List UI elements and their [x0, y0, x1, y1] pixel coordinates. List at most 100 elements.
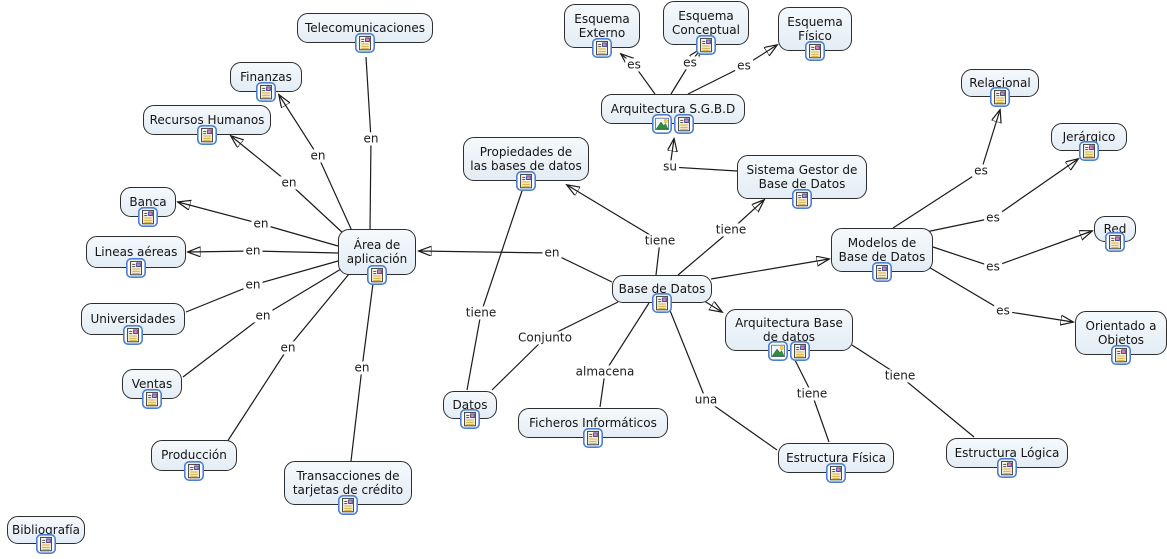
node-bibliografia[interactable]: Bibliografía: [7, 516, 85, 554]
edge-label-su[interactable]: su: [661, 159, 679, 174]
edge-label-tiene[interactable]: tiene: [463, 305, 499, 320]
node-esquema-externo[interactable]: Esquema Externo: [564, 4, 640, 58]
node-sistema-gestor[interactable]: Sistema Gestor de Base de Datos: [737, 155, 867, 209]
node-resource-icons: [1111, 345, 1131, 365]
edge-label-almacena[interactable]: almacena: [573, 364, 637, 379]
resource-icon[interactable]: [792, 189, 812, 209]
resource-icon[interactable]: [674, 114, 694, 134]
node-finanzas[interactable]: Finanzas: [230, 62, 302, 102]
resource-icon[interactable]: [256, 82, 276, 102]
resource-icon[interactable]: [338, 495, 358, 515]
edge-label-tiene[interactable]: tiene: [882, 368, 918, 383]
resource-icon[interactable]: [1111, 345, 1131, 365]
resource-icon[interactable]: [872, 262, 892, 282]
node-recursos-humanos[interactable]: Recursos Humanos: [143, 105, 271, 145]
edge-label-en[interactable]: en: [542, 245, 562, 260]
node-ficheros[interactable]: Ficheros Informáticos: [518, 408, 668, 448]
node-relacional[interactable]: Relacional: [961, 69, 1039, 107]
edge-label-es[interactable]: es: [972, 163, 990, 178]
resource-icon[interactable]: [197, 125, 217, 145]
node-propiedades[interactable]: Propiedades de las bases de datos: [463, 137, 589, 191]
edge-label-en[interactable]: en: [243, 243, 263, 258]
edge-label-en[interactable]: en: [352, 360, 372, 375]
node-label: Área de aplicación: [346, 237, 408, 266]
edge-label-conjunto[interactable]: Conjunto: [516, 330, 574, 345]
node-red[interactable]: Red: [1094, 216, 1136, 252]
image-icon[interactable]: [768, 341, 788, 361]
edge-label-una[interactable]: una: [692, 392, 720, 407]
node-esquema-conceptual[interactable]: Esquema Conceptual: [663, 1, 749, 55]
resource-icon[interactable]: [460, 409, 480, 429]
node-label: Esquema Externo: [574, 11, 630, 40]
edge-label-es[interactable]: es: [994, 303, 1012, 318]
resource-icon[interactable]: [138, 207, 158, 227]
edge-label-es[interactable]: es: [984, 259, 1002, 274]
edge-label-en[interactable]: en: [243, 277, 263, 292]
node-resource-icons: [997, 458, 1017, 478]
node-universidades[interactable]: Universidades: [81, 303, 185, 345]
node-telecomunicaciones[interactable]: Telecomunicaciones: [297, 13, 433, 53]
resource-icon[interactable]: [142, 389, 162, 409]
node-area-aplicacion[interactable]: Área de aplicación: [338, 229, 416, 285]
resource-icon[interactable]: [367, 265, 387, 285]
edge-label-en[interactable]: en: [251, 216, 271, 231]
resource-icon[interactable]: [805, 41, 825, 61]
node-label: Ficheros Informáticos: [529, 415, 657, 430]
edge-label-es[interactable]: es: [681, 55, 699, 70]
node-resource-icons: [123, 325, 143, 345]
node-arquitectura-base[interactable]: Arquitectura Base de datos: [725, 309, 853, 361]
resource-icon[interactable]: [126, 258, 146, 278]
edge-label-en[interactable]: en: [278, 340, 298, 355]
edge-label-en[interactable]: en: [253, 308, 273, 323]
resource-icon[interactable]: [790, 341, 810, 361]
edge-label-es[interactable]: es: [735, 58, 753, 73]
node-modelos[interactable]: Modelos de Base de Datos: [831, 228, 933, 282]
node-label: Arquitectura Base de datos: [735, 315, 843, 344]
edge-label-es[interactable]: es: [625, 57, 643, 72]
resource-icon[interactable]: [1079, 141, 1099, 161]
node-jerargico[interactable]: Jerárgico: [1051, 123, 1127, 161]
edge-line: [599, 302, 650, 408]
edge-label-en[interactable]: en: [279, 175, 299, 190]
image-icon[interactable]: [652, 114, 672, 134]
resource-icon[interactable]: [997, 458, 1017, 478]
edge-label-en[interactable]: en: [361, 131, 381, 146]
node-base-de-datos[interactable]: Base de Datos: [612, 275, 712, 313]
node-lineas-aereas[interactable]: Lineas aéreas: [86, 236, 186, 278]
node-orientado-objetos[interactable]: Orientado a Objetos: [1075, 311, 1167, 365]
node-transacciones-tarjetas[interactable]: Transacciones de tarjetas de crédito: [284, 461, 412, 515]
edge-line: [670, 139, 738, 172]
resource-icon[interactable]: [990, 87, 1010, 107]
resource-icon[interactable]: [652, 293, 672, 313]
edge-label-es[interactable]: es: [984, 210, 1002, 225]
edge-line: [226, 273, 350, 443]
resource-icon[interactable]: [592, 38, 612, 58]
resource-icon[interactable]: [355, 33, 375, 53]
node-datos[interactable]: Datos: [443, 391, 497, 429]
edge-label-tiene[interactable]: tiene: [794, 386, 830, 401]
node-ventas[interactable]: Ventas: [122, 369, 182, 409]
node-arquitectura-sgbd[interactable]: Arquitectura S.G.B.D: [601, 94, 745, 134]
node-produccion[interactable]: Producción: [151, 439, 237, 481]
edge-label-tiene[interactable]: tiene: [713, 222, 749, 237]
node-label: Relacional: [969, 75, 1031, 90]
edge-label-tiene[interactable]: tiene: [642, 233, 678, 248]
resource-icon[interactable]: [696, 35, 716, 55]
node-resource-icons: [583, 428, 603, 448]
node-banca[interactable]: Banca: [120, 187, 176, 227]
resource-icon[interactable]: [583, 428, 603, 448]
node-estructura-logica[interactable]: Estructura Lógica: [946, 438, 1068, 478]
node-resource-icons: [516, 171, 536, 191]
edge-label-en[interactable]: en: [308, 148, 328, 163]
resource-icon[interactable]: [1105, 232, 1125, 252]
resource-icon[interactable]: [36, 534, 56, 554]
node-label: Finanzas: [240, 69, 292, 84]
node-esquema-fisico[interactable]: Esquema Físico: [778, 7, 852, 61]
node-estructura-fisica[interactable]: Estructura Física: [778, 443, 894, 483]
resource-icon[interactable]: [123, 325, 143, 345]
resource-icon[interactable]: [516, 171, 536, 191]
node-label: Estructura Lógica: [954, 445, 1060, 460]
resource-icon[interactable]: [826, 463, 846, 483]
resource-icon[interactable]: [184, 460, 204, 481]
node-label: Propiedades de las bases de datos: [470, 144, 582, 173]
